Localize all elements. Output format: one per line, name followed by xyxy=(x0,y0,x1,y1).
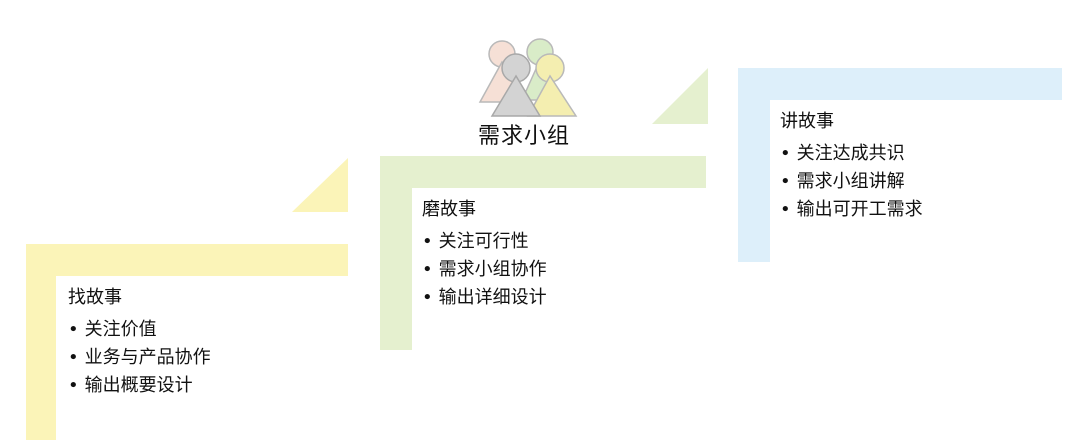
list-item: 关注达成共识 xyxy=(780,140,923,168)
step1-text: 找故事 关注价值 业务与产品协作 输出概要设计 xyxy=(68,284,211,400)
list-item: 输出可开工需求 xyxy=(780,196,923,224)
list-item: 关注可行性 xyxy=(422,228,547,256)
step2-title: 磨故事 xyxy=(422,199,476,220)
step1-list: 关注价值 业务与产品协作 输出概要设计 xyxy=(68,316,211,400)
list-item: 输出详细设计 xyxy=(422,284,547,312)
step2-vertical-bar xyxy=(380,156,412,350)
list-item: 需求小组协作 xyxy=(422,256,547,284)
step3-vertical-bar xyxy=(738,68,770,262)
step1-vertical-bar xyxy=(26,244,56,440)
step1-horizontal-bar xyxy=(26,244,348,276)
list-item: 需求小组讲解 xyxy=(780,168,923,196)
step3-text: 讲故事 关注达成共识 需求小组讲解 输出可开工需求 xyxy=(780,108,923,224)
step1-title: 找故事 xyxy=(68,287,122,308)
step2-list: 关注可行性 需求小组协作 输出详细设计 xyxy=(422,228,547,312)
step3-horizontal-bar xyxy=(738,68,1062,100)
step2-horizontal-bar xyxy=(380,156,706,188)
triangle-yellow-decoration xyxy=(292,158,348,212)
step3-title: 讲故事 xyxy=(780,111,834,132)
list-item: 业务与产品协作 xyxy=(68,344,211,372)
list-item: 输出概要设计 xyxy=(68,372,211,400)
step2-text: 磨故事 关注可行性 需求小组协作 输出详细设计 xyxy=(422,196,547,312)
people-group-icon xyxy=(478,38,578,117)
triangle-green-decoration xyxy=(652,68,708,124)
group-label: 需求小组 xyxy=(478,124,571,149)
list-item: 关注价值 xyxy=(68,316,211,344)
step3-list: 关注达成共识 需求小组讲解 输出可开工需求 xyxy=(780,140,923,224)
